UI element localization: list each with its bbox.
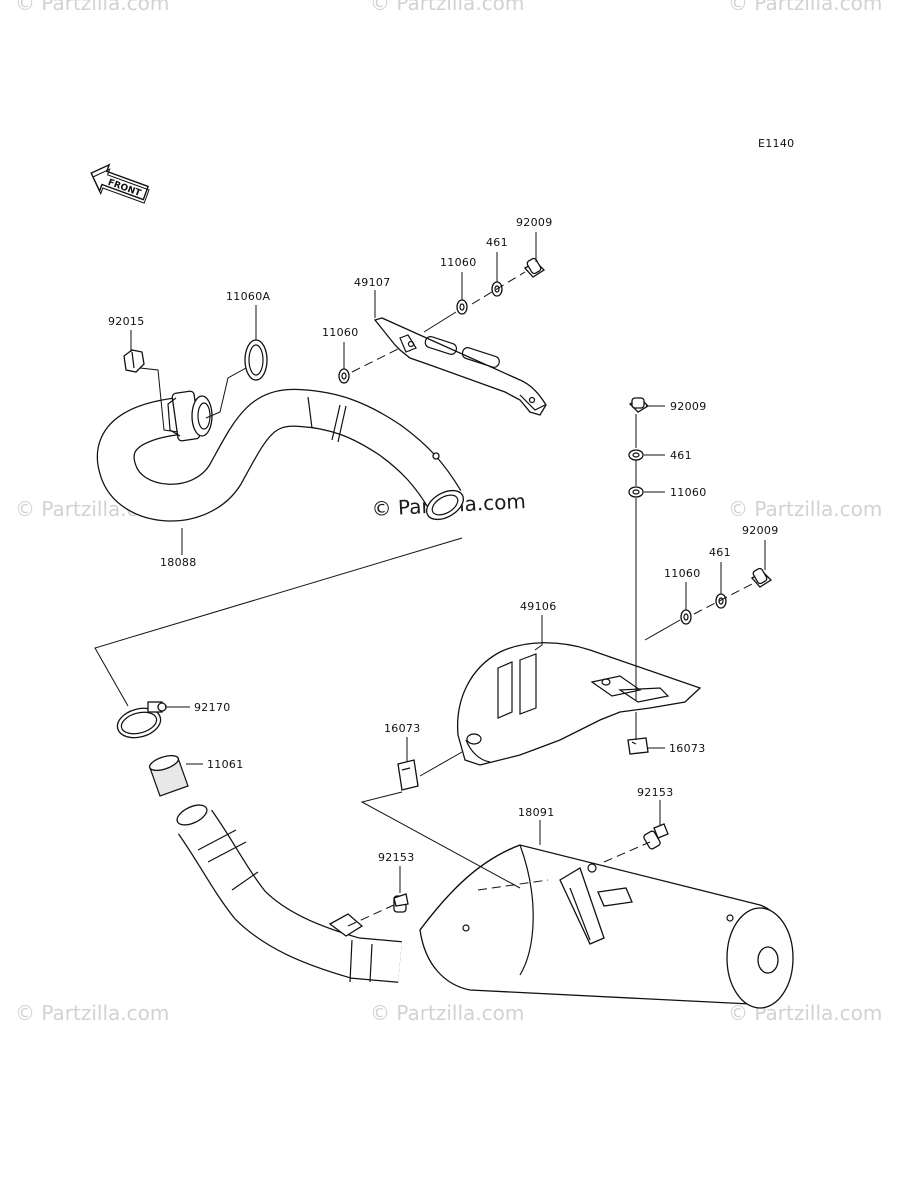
- label-92009-mid: 92009: [670, 400, 707, 413]
- label-18088: 18088: [160, 556, 197, 569]
- bolt-92009-right: [750, 567, 773, 588]
- label-461-top: 461: [486, 236, 508, 249]
- label-11061: 11061: [207, 758, 244, 771]
- watermark-top-left: © Partzilla.com: [15, 0, 169, 15]
- watermark-bottom-center: © Partzilla.com: [370, 1001, 524, 1025]
- washer-11060-top: [456, 299, 468, 315]
- label-92153-left: 92153: [378, 851, 415, 864]
- heat-guard-49107: [373, 317, 547, 416]
- watermark-mid-right: © Partzilla.com: [728, 497, 882, 521]
- label-461-right: 461: [709, 546, 731, 559]
- clip-16073-right: [627, 737, 649, 755]
- label-92153-right: 92153: [637, 786, 674, 799]
- label-16073-left: 16073: [384, 722, 421, 735]
- label-461-mid: 461: [670, 449, 692, 462]
- sleeve-11061: [148, 754, 189, 797]
- washer-11060-left: [338, 368, 350, 384]
- label-11060-right: 11060: [664, 567, 701, 580]
- nut-92015: [123, 349, 145, 373]
- label-16073-right: 16073: [669, 742, 706, 755]
- bolt-92009-top: [523, 257, 546, 278]
- bolt-92153-right: [643, 823, 669, 850]
- watermark-top-right: © Partzilla.com: [728, 0, 882, 15]
- washer-11060-mid: [628, 486, 644, 498]
- muffler-18091: [176, 804, 794, 1009]
- gasket-11060A: [244, 339, 268, 381]
- leader-lines: [94, 232, 766, 927]
- label-92009-top: 92009: [516, 216, 553, 229]
- clamp-92170: [116, 701, 167, 739]
- watermark-top-center: © Partzilla.com: [370, 0, 524, 15]
- label-11060A: 11060A: [226, 290, 270, 303]
- label-11060-left: 11060: [322, 326, 359, 339]
- diagram-code: E1140: [758, 137, 794, 150]
- clip-16073-left: [397, 759, 419, 791]
- label-11060-mid: 11060: [670, 486, 707, 499]
- bolt-92009-mid: [628, 397, 650, 413]
- label-11060-top: 11060: [440, 256, 477, 269]
- bolt-92153-left: [393, 893, 409, 913]
- front-arrow-icon: FRONT: [90, 163, 150, 204]
- heat-guard-49106: [456, 642, 702, 766]
- label-49107: 49107: [354, 276, 391, 289]
- header-pipe-18088: [96, 388, 464, 522]
- label-92170: 92170: [194, 701, 231, 714]
- label-92015: 92015: [108, 315, 145, 328]
- part-labels: 92009 461 11060 49107 11060 11060A 92015…: [108, 216, 779, 864]
- watermark-bottom-left: © Partzilla.com: [15, 1001, 169, 1025]
- washer-461-mid: [628, 449, 644, 461]
- washer-11060-right: [680, 609, 692, 625]
- label-92009-right: 92009: [742, 524, 779, 537]
- label-18091: 18091: [518, 806, 555, 819]
- label-49106: 49106: [520, 600, 557, 613]
- washer-461-right: [715, 593, 727, 609]
